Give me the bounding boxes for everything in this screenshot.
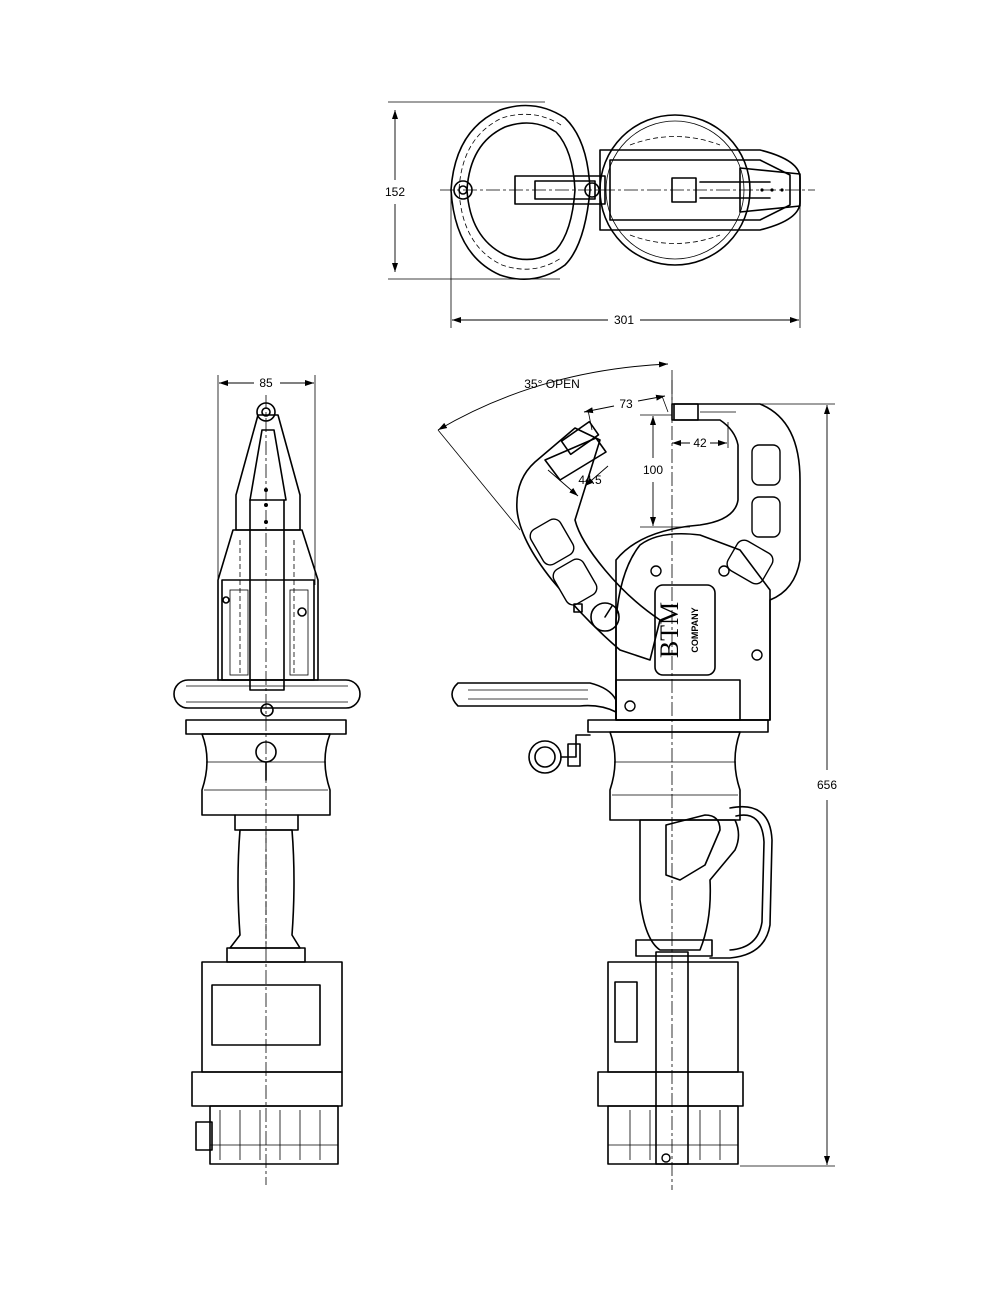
dimension-301-label: 301	[614, 313, 634, 327]
dimension-85-label: 85	[259, 376, 273, 390]
body-side: BTM COMPANY	[573, 532, 771, 721]
dimension-tip-thickness: 44.5	[547, 465, 609, 497]
handle-front	[173, 679, 361, 717]
dimension-jaw-depth: 100	[640, 414, 690, 528]
grip-side	[635, 806, 773, 959]
front-view: 85	[173, 375, 361, 1185]
dimension-100-label: 100	[643, 463, 663, 477]
logo-subtitle: COMPANY	[690, 607, 700, 652]
dimension-overall-height: 656	[730, 403, 837, 1167]
dimension-open-angle: 35° OPEN	[437, 361, 673, 531]
dimension-open-label: 35° OPEN	[524, 377, 580, 391]
logo-letters: BTM	[655, 602, 684, 658]
battery-side	[597, 951, 744, 1165]
dimension-656-label: 656	[817, 778, 837, 792]
dimension-top-width: 301	[450, 190, 801, 328]
cylinder-side	[528, 719, 769, 821]
upper-jaw-side	[615, 403, 801, 721]
housing-front	[217, 529, 319, 681]
top-view: 152 301	[385, 101, 815, 328]
dimension-tip-length: 73	[583, 394, 669, 431]
dimension-73-label: 73	[619, 397, 633, 411]
carry-handle-side	[451, 679, 741, 721]
side-view: 35° OPEN 73 42 100 44.5	[437, 361, 837, 1190]
d-handle-top	[450, 104, 591, 281]
dimension-front-width: 85	[217, 375, 316, 585]
dimension-42-label: 42	[693, 436, 707, 450]
dimension-44-5-label: 44.5	[578, 473, 602, 487]
dimension-152-label: 152	[385, 185, 405, 199]
battery-front	[191, 961, 343, 1165]
btm-logo: BTM COMPANY	[655, 602, 700, 658]
dimension-tip-offset: 42	[672, 422, 729, 450]
